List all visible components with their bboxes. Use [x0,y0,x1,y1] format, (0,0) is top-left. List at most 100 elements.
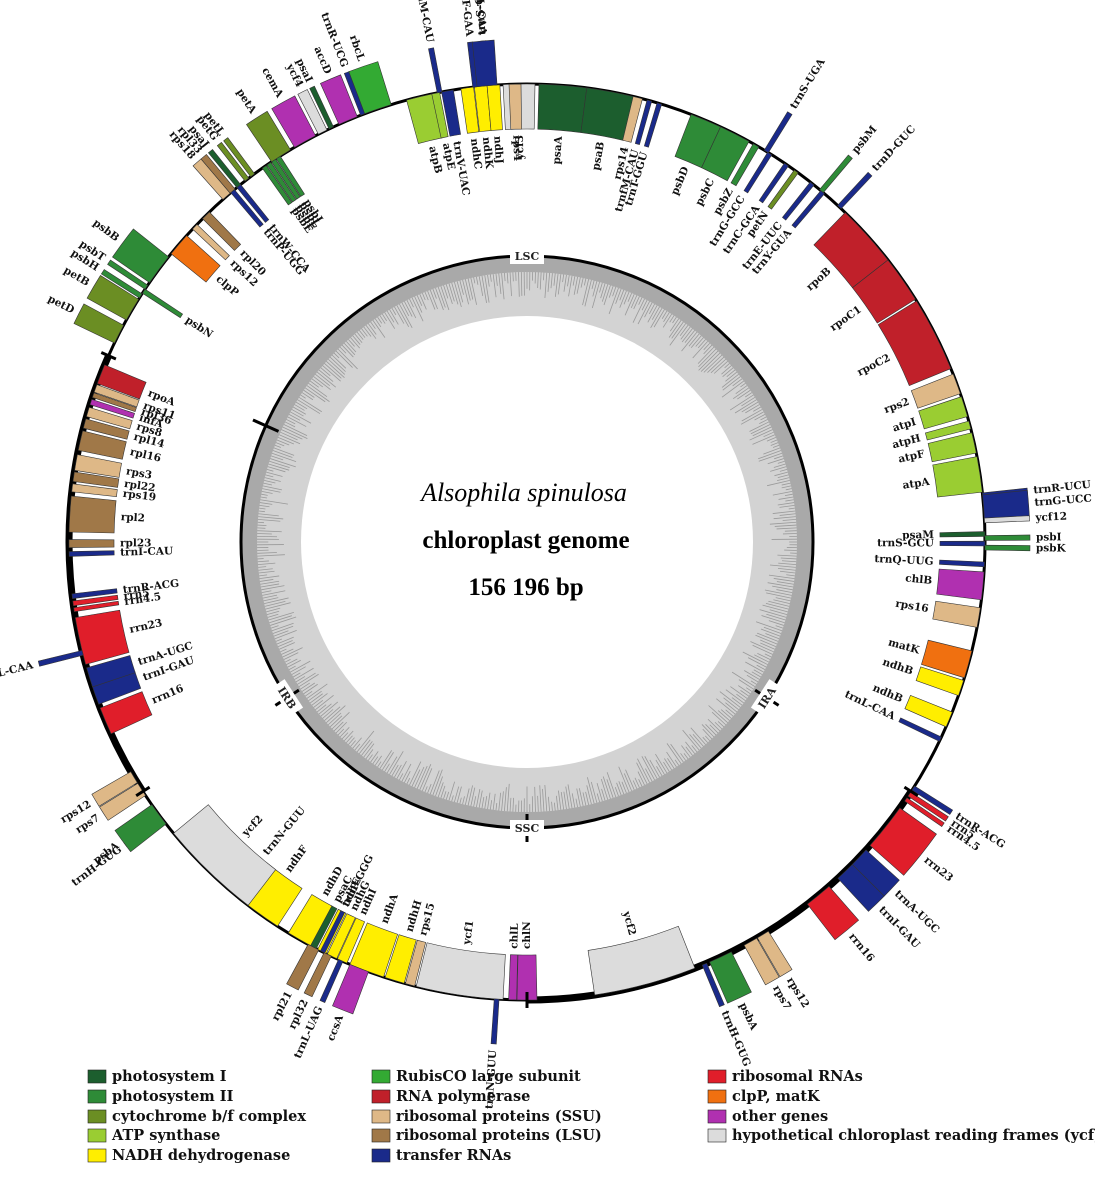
gene-label: trnI-CAU [120,545,173,558]
gene-block-trnfM-CAU [634,99,653,145]
gene-label: ycf3 [514,135,526,161]
gene-label: rps2 [882,396,911,416]
gene-label: rpoC1 [828,304,864,334]
gene-block-trnC-GCA [758,162,789,204]
legend-swatch [371,1069,391,1084]
gene-block-psbC [701,126,750,182]
gene-block-rps16 [932,600,981,628]
legend-item: other genes [707,1108,828,1125]
legend-item: photosystem I [87,1068,227,1085]
gene-block-petA [246,110,291,163]
gc-spikes [257,272,797,812]
gene-block-trnL-CAA [898,717,942,742]
gene-block-trnI-GAU [837,864,885,912]
gene-block-trnE-UUC [781,181,815,221]
gene-label: trnL-CAA [0,659,35,684]
gene-block-chlL [508,954,518,1001]
gene-label: atpA [902,476,931,492]
gene-block-rps11 [93,384,140,408]
gene-label: rpoC2 [855,352,892,379]
gene-block-rps19 [71,483,118,498]
gene-block-rpl14 [83,418,130,440]
gene-block-ycf4 [297,89,328,135]
gene-blocks [37,39,1031,1045]
gene-block-psbF [266,161,297,203]
legend-label: ribosomal proteins (LSU) [396,1127,602,1144]
gene-block-trnP-GGG [320,910,346,954]
gene-block-rps15 [405,939,427,987]
gene-block-psbM [819,154,853,194]
gene-label: psaB [590,141,607,172]
gene-block-infA [89,398,135,419]
gene-block-ndhD [287,894,333,947]
gene-block-trnS-UGA [763,111,793,154]
gene-label: trnL-CAA [472,0,489,36]
gene-block-psaM [939,531,986,538]
gene-block-trnH-GUG [701,962,725,1008]
gene-block-ndhG [326,913,356,959]
gene-label: chlN [521,921,533,949]
gene-label: trnN-GUU [483,1049,499,1109]
gene-block-rpl36 [92,392,137,413]
gene-label: rps4 [510,135,523,161]
gene-label: clpP [214,273,241,299]
gene-label: ndhB [881,656,915,677]
legend-label: transfer RNAs [396,1147,511,1164]
gene-block-trnQ-UUG [939,559,985,568]
gene-block-psbT [107,259,149,290]
gene-block-trnM-CAU [428,47,443,94]
region-label-bg [510,248,544,264]
legend-item: clpP, matK [707,1088,821,1105]
gene-block-petG [216,141,250,182]
legend-swatch [707,1089,727,1104]
gene-label: rpoB [804,265,833,293]
gene-label: petA [234,87,259,117]
gene-label: rpl2 [120,511,145,524]
legend-item: ribosomal proteins (SSU) [371,1108,602,1125]
gene-block-atpH [924,420,972,441]
gene-label: ycf1 [461,920,477,947]
gene-block-trnD-GUC [837,171,873,210]
gene-label: ycf2 [620,909,638,937]
gene-block-trnI-CAU [68,550,115,557]
gene-block-ndhB [915,666,964,697]
gene-block-ycf1 [415,942,506,1000]
gene-block-psbI [984,534,1031,541]
gene-block-petB [86,275,140,321]
gene-block-psbK [984,544,1031,552]
gene-label: psbB [91,217,122,244]
gene-label: ycf2 [239,813,265,840]
genome-title: Alsophila spinulosa chloroplast genome 1… [419,478,630,601]
species-name: Alsophila spinulosa [419,478,627,507]
legend-label: ribosomal proteins (SSU) [396,1108,602,1125]
gene-label: ndhF [283,843,311,875]
gene-block-matK [921,639,973,679]
legend-label: photosystem I [112,1068,227,1085]
gene-block-rps8 [86,406,133,430]
gene-block-psbA [709,951,752,1004]
gene-block-ndhB [904,694,953,728]
gene-block-ycf2 [587,925,696,996]
gene-block-ccsA [332,963,369,1015]
gene-label: trnQ-UUG [874,553,934,568]
gene-label: rpl22 [123,478,156,494]
gene-label: psaM [902,529,934,542]
gene-block-ycf2 [173,804,277,906]
legend-item: ATP synthase [87,1127,220,1144]
gc-content-ring [239,254,815,830]
legend-swatch [707,1069,727,1084]
gene-block-trnW-CCA [236,184,270,223]
gene-label: accD [311,45,333,76]
gene-block-trnT-GGU [643,102,663,148]
legend-label: other genes [732,1108,828,1125]
gene-block-ndhC [460,86,480,134]
gene-block-ndhA [349,922,399,978]
gene-block-psbZ [730,143,760,187]
gene-block-rps3 [74,454,122,478]
gene-label: psbC [693,177,717,208]
gene-label: trnR-UCU [1033,479,1092,497]
gene-block-rrn5 [72,594,119,607]
gene-label: rrn16 [150,682,185,706]
gene-label: trnF-GAA [457,0,475,38]
